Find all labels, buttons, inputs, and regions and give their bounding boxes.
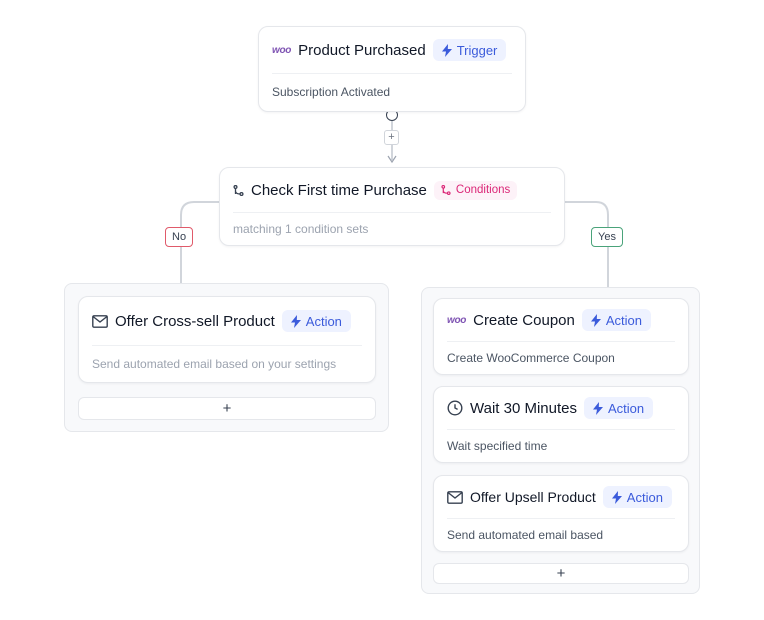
mail-icon bbox=[92, 314, 108, 328]
action-badge-label: Action bbox=[305, 313, 342, 329]
action-badge-label: Action bbox=[608, 400, 645, 416]
step-description: Send automated email based on your setti… bbox=[92, 357, 337, 371]
mail-icon bbox=[447, 490, 463, 504]
step-title: Offer Upsell Product bbox=[470, 489, 596, 505]
bolt-icon bbox=[611, 490, 622, 504]
bolt-icon bbox=[290, 314, 301, 328]
step-title: Create Coupon bbox=[473, 311, 575, 329]
woo-logo: woo bbox=[272, 44, 292, 56]
conditions-badge-label: Conditions bbox=[455, 184, 511, 196]
condition-title: Check First time Purchase bbox=[251, 181, 427, 199]
divider bbox=[447, 518, 675, 519]
bolt-icon bbox=[441, 43, 452, 57]
insert-step-button[interactable]: + bbox=[384, 130, 399, 145]
trigger-description: Subscription Activated bbox=[272, 85, 391, 99]
condition-card[interactable]: Check First time Purchase Conditions mat… bbox=[219, 167, 565, 246]
woo-logo: woo bbox=[447, 314, 467, 326]
step-description: Send automated email based bbox=[447, 528, 604, 542]
trigger-title: Product Purchased bbox=[298, 41, 426, 59]
add-step-button[interactable]: + bbox=[78, 397, 376, 420]
divider bbox=[272, 73, 512, 74]
action-badge: Action bbox=[581, 309, 651, 331]
bolt-icon bbox=[590, 313, 601, 327]
condition-description: matching 1 condition sets bbox=[233, 222, 369, 236]
action-badge: Action bbox=[602, 486, 672, 508]
step-card-offer-cross-sell[interactable]: Offer Cross-sell Product Action Send aut… bbox=[78, 296, 376, 383]
branch-icon bbox=[233, 184, 244, 196]
action-badge: Action bbox=[281, 310, 351, 332]
clock-icon bbox=[447, 400, 463, 416]
trigger-badge-label: Trigger bbox=[456, 42, 498, 58]
conditions-badge: Conditions bbox=[433, 180, 518, 200]
branch-yes-group: woo Create Coupon Action Create WooComme… bbox=[421, 287, 700, 594]
add-step-button[interactable]: + bbox=[433, 563, 689, 584]
action-badge-label: Action bbox=[605, 312, 642, 328]
divider bbox=[233, 212, 551, 213]
action-badge-label: Action bbox=[626, 489, 663, 505]
divider bbox=[447, 341, 675, 342]
action-badge: Action bbox=[584, 397, 654, 419]
step-card-create-coupon[interactable]: woo Create Coupon Action Create WooComme… bbox=[433, 298, 689, 375]
divider bbox=[447, 429, 675, 430]
branch-label-yes: Yes bbox=[591, 227, 623, 247]
step-description: Wait specified time bbox=[447, 439, 548, 453]
step-description: Create WooCommerce Coupon bbox=[447, 351, 615, 365]
branch-icon bbox=[441, 185, 451, 195]
bolt-icon bbox=[593, 401, 603, 415]
trigger-badge: Trigger bbox=[432, 39, 507, 61]
trigger-card[interactable]: woo Product Purchased Trigger Subscripti… bbox=[258, 26, 526, 112]
branch-no-group: Offer Cross-sell Product Action Send aut… bbox=[64, 283, 389, 432]
step-title: Offer Cross-sell Product bbox=[115, 312, 275, 330]
divider bbox=[92, 345, 362, 346]
branch-label-no: No bbox=[165, 227, 194, 247]
step-card-wait[interactable]: Wait 30 Minutes Action Wait specified ti… bbox=[433, 386, 689, 463]
step-title: Wait 30 Minutes bbox=[470, 399, 577, 417]
step-card-offer-upsell[interactable]: Offer Upsell Product Action Send automat… bbox=[433, 475, 689, 552]
